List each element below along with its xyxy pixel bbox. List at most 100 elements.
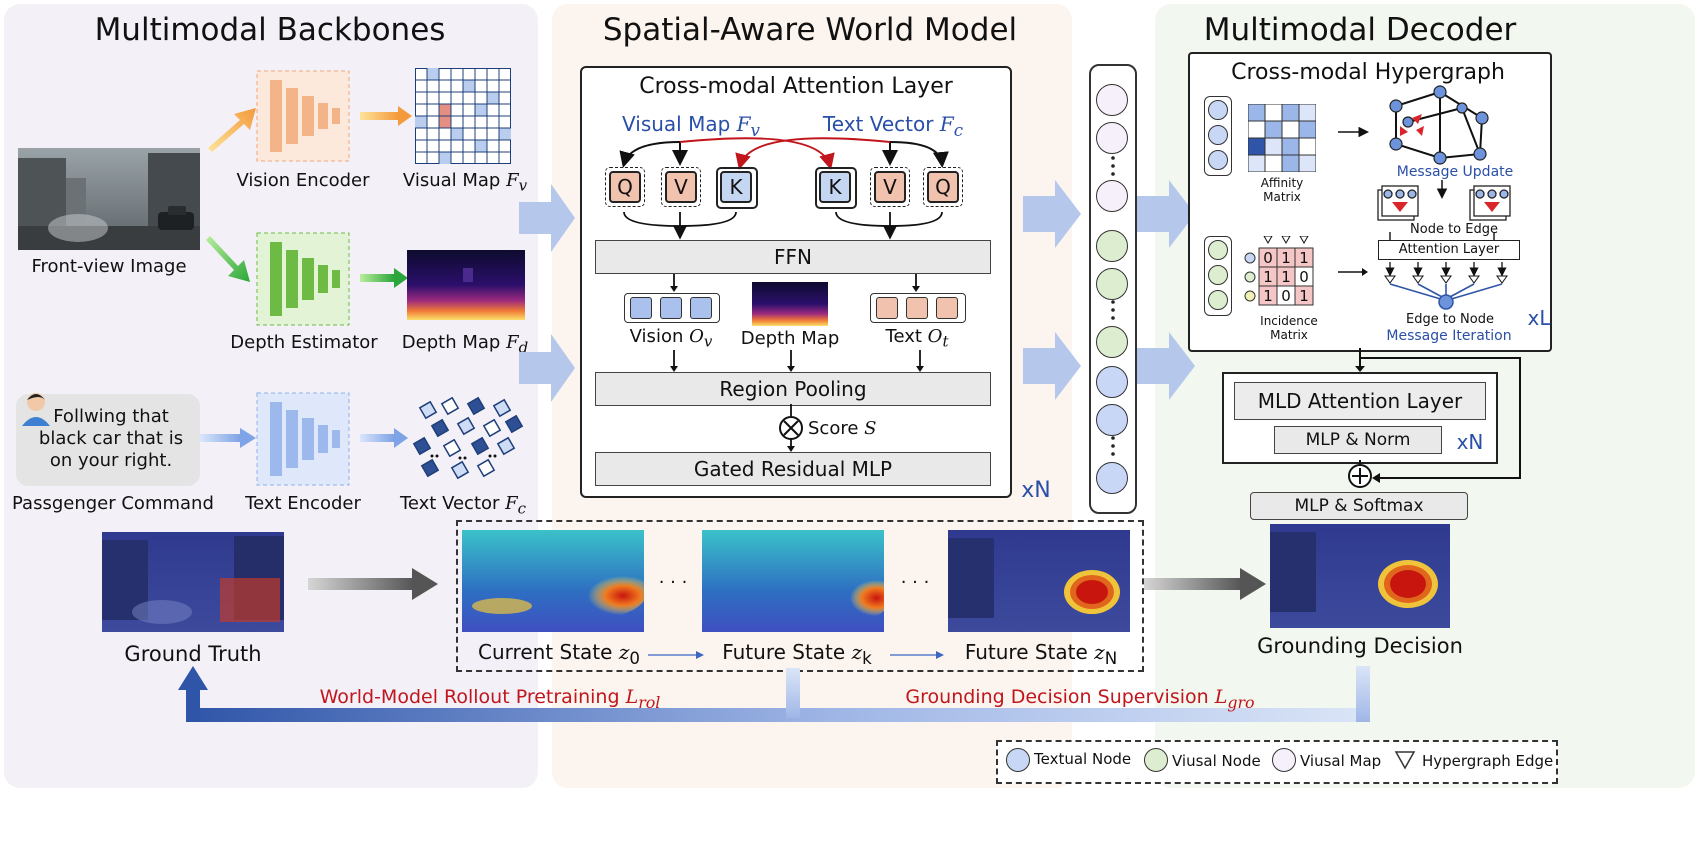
hypergraph-title: Cross-modal Hypergraph: [1231, 60, 1505, 85]
heatmap-future-k: [702, 530, 884, 632]
depth-map-image: [407, 250, 525, 320]
vision-encoder-label: Vision Encoder: [236, 170, 370, 191]
front-view-image: [18, 148, 200, 250]
grounding-decision-label: Grounding Decision: [1257, 634, 1463, 658]
incidence-cell: 1: [1263, 268, 1273, 286]
world-model-title: Spatial-Aware World Model: [602, 12, 1018, 48]
text-token-2: [906, 297, 928, 319]
value-token-visual: V: [665, 171, 697, 203]
incidence-cell: 0: [1281, 287, 1291, 305]
decoder-title: Multimodal Decoder: [1203, 12, 1517, 48]
ellipsis-2: · · ·: [900, 572, 930, 593]
state-transition-arrows: [648, 651, 944, 659]
visual-map-node-2: [1096, 122, 1128, 154]
ground-truth-image: [102, 532, 284, 632]
legend-hyperedge-icon: [1394, 751, 1416, 770]
visual-node-3: [1096, 326, 1128, 358]
heatmap-current: [462, 530, 644, 632]
visual-map-node-1: [1096, 84, 1128, 116]
legend-textual-node-label: Textual Node: [1034, 750, 1132, 768]
world-model-repeat: xN: [1021, 478, 1051, 503]
future-n-label: Future State zN: [964, 640, 1118, 668]
incidence-cell: 1: [1281, 268, 1291, 286]
ffn-block: FFN: [595, 240, 991, 274]
passenger-avatar-icon: [22, 393, 50, 426]
stack-textual-node-3: [1208, 150, 1228, 170]
ellipsis-1: · · ·: [658, 572, 688, 593]
legend-visual-map-label: Viusal Map: [1300, 752, 1382, 770]
node-column-ellipsis: [1111, 156, 1115, 456]
text-token-1: [876, 297, 898, 319]
hypergraph-drawing: [1338, 85, 1511, 310]
query-token-text-wrap: [923, 167, 963, 207]
backbone-arrows: [200, 106, 412, 448]
stack-textual-node-1: [1208, 100, 1228, 120]
legend-visual-node-label: Viusal Node: [1172, 752, 1261, 770]
query-token-text: Q: [927, 171, 959, 203]
mlp-softmax-block: MLP & Softmax: [1250, 492, 1468, 520]
command-bubble: [16, 394, 200, 486]
key-token-text-wrap: [716, 167, 758, 209]
grounding-loss-label: Grounding Decision Supervision Lgro: [905, 686, 1255, 712]
mld-attention-layer: MLD Attention Layer: [1234, 382, 1486, 420]
visual-node-1: [1096, 230, 1128, 262]
score-label: Score S: [808, 418, 877, 439]
incidence-matrix-label: Incidence Matrix: [1260, 314, 1318, 342]
region-pooling-block: Region Pooling: [595, 372, 991, 406]
key-token-visual: K: [819, 171, 851, 203]
front-view-label: Front-view Image: [31, 256, 187, 277]
heatmap-future-n: [948, 530, 1130, 632]
depth-map-thumb: [752, 282, 828, 326]
affinity-matrix-grid: [1248, 104, 1316, 172]
value-token-text: V: [874, 171, 906, 203]
loss-feedback-arrows: [178, 666, 1370, 722]
text-encoder-label: Text Encoder: [245, 493, 361, 514]
rollout-to-decision-arrow: [1144, 568, 1266, 600]
vision-output-label: Vision Ov: [629, 326, 713, 351]
future-k-label: Future State zk: [722, 640, 872, 668]
grounding-decision-image: [1270, 524, 1450, 628]
backbones-title: Multimodal Backbones: [94, 12, 446, 48]
key-token-visual-wrap: [815, 167, 857, 209]
residual-add-icon: [1348, 464, 1372, 488]
message-iteration-label: Message Iteration: [1386, 328, 1512, 344]
legend-visual-map-icon: [1272, 748, 1296, 772]
command-text: Follwing that black car that is on your …: [38, 406, 184, 471]
incidence-cell: 1: [1263, 287, 1273, 305]
visual-map-query-label: Visual Map Fv: [622, 112, 760, 140]
rollout-loss-label: World-Model Rollout Pretraining Lrol: [319, 686, 661, 712]
text-encoder-icon: [256, 392, 350, 486]
visual-node-2: [1096, 268, 1128, 300]
legend-textual-node-icon: [1006, 748, 1030, 772]
ground-truth-label: Ground Truth: [124, 642, 262, 666]
query-token-visual-wrap: [605, 167, 645, 207]
text-vector-label: Text Vector Fc: [399, 493, 527, 518]
hypergraph-repeat: xL: [1527, 306, 1551, 330]
incidence-cell: 1: [1281, 249, 1291, 267]
gated-residual-mlp-block: Gated Residual MLP: [595, 452, 991, 486]
attention-layer-title: Cross-modal Attention Layer: [639, 74, 953, 99]
legend-visual-node-icon: [1144, 748, 1168, 772]
incidence-cell: 0: [1299, 268, 1309, 286]
key-token-text: K: [720, 171, 752, 203]
visual-map-grid: [415, 68, 511, 164]
depth-estimator-icon: [256, 232, 350, 326]
message-update-label: Message Update: [1396, 164, 1514, 180]
textual-node-3: [1096, 462, 1128, 494]
depth-map-out-label: Depth Map: [740, 328, 840, 349]
ffn-down-arrows: [670, 274, 924, 372]
depth-map-label: Depth Map Fd: [401, 332, 529, 357]
incidence-cell: 1: [1299, 249, 1309, 267]
mlp-norm-block: MLP & Norm: [1274, 426, 1442, 454]
stack-visual-node-2: [1208, 265, 1228, 285]
incidence-cell: 0: [1263, 249, 1273, 267]
stack-visual-node-3: [1208, 290, 1228, 310]
score-multiply-icon: [779, 404, 803, 452]
textual-node-2: [1096, 404, 1128, 436]
incidence-cell: 1: [1299, 287, 1309, 305]
text-vector-tokens: [412, 396, 524, 480]
incidence-arrow: [1338, 268, 1368, 276]
textual-node-1: [1096, 366, 1128, 398]
edge-to-node-label: Edge to Node: [1406, 312, 1494, 327]
visual-map-label: Visual Map Fv: [402, 170, 528, 195]
